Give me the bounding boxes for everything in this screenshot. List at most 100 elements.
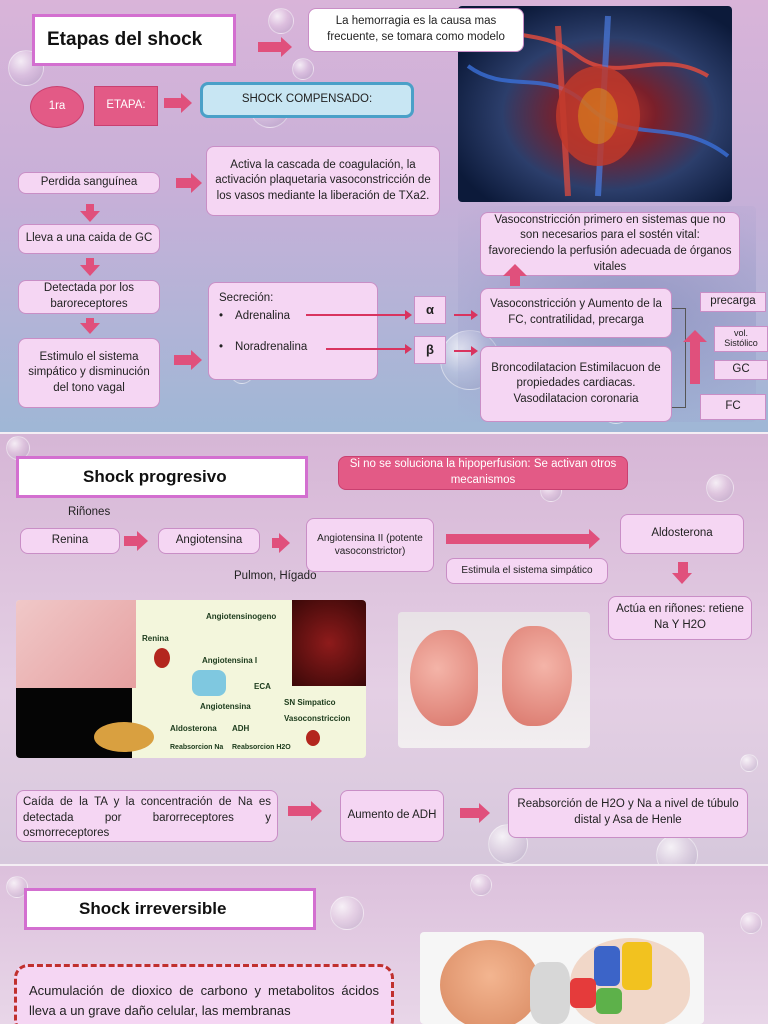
arrow-down	[86, 318, 94, 324]
bracket	[672, 308, 686, 408]
decorative-bubble	[268, 8, 294, 34]
kidneys-label: Riñones	[68, 506, 110, 518]
section-title: Shock irreversible	[24, 888, 316, 930]
arrow-right	[446, 534, 590, 544]
brain-region-green	[596, 988, 622, 1014]
brain-region-blue	[594, 946, 620, 986]
brain-stem	[530, 962, 570, 1024]
beta-receptor: β	[414, 336, 446, 364]
label-vol-sistolico: vol. Sistólico	[714, 326, 768, 352]
diagram-renina: Renina	[142, 634, 169, 643]
coagulation-box: Activa la cascada de coagulación, la act…	[206, 146, 440, 216]
label-fc: FC	[700, 394, 766, 420]
brain-region-yellow	[622, 942, 652, 990]
diagram-eca: ECA	[254, 682, 271, 691]
raas-diagram-image: Angiotensinogeno Renina Angiotensina I E…	[16, 600, 366, 758]
stimulates-box: Estimula el sistema simpático	[446, 558, 608, 584]
flow-step-1: Perdida sanguínea	[18, 172, 160, 194]
diagram-reab-na: Reabsorcion Na	[170, 744, 223, 751]
arrow-right	[460, 808, 480, 818]
adrenal-gland-shape	[94, 722, 154, 752]
adrenal-image	[16, 688, 132, 758]
arrow-down	[678, 562, 688, 574]
diagram-angiotensinogeno: Angiotensinogeno	[206, 612, 276, 621]
brain-cortex	[570, 938, 690, 1024]
decorative-bubble	[470, 874, 492, 896]
line-to-alpha	[306, 314, 406, 316]
arrow-down	[86, 258, 94, 266]
diagram-vaso: Vasoconstriccion	[284, 714, 350, 723]
arrow-right	[272, 538, 280, 548]
decorative-bubble	[330, 896, 364, 930]
renina-box: Renina	[20, 528, 120, 554]
label-gc: GC	[714, 360, 768, 380]
ta-drop-box: Caída de la TA y la concentración de Na …	[16, 790, 278, 842]
right-kidney-shape	[502, 626, 572, 726]
label-precarga: precarga	[700, 292, 766, 312]
decorative-bubble	[292, 58, 314, 80]
decorative-bubble	[740, 754, 758, 772]
arrow-right	[176, 178, 192, 188]
bullet: •	[219, 341, 223, 353]
section-title: Shock progresivo	[16, 456, 308, 498]
decorative-bubble	[656, 834, 698, 864]
alpha-receptor: α	[414, 296, 446, 324]
flow-step-4: Estimulo el sistema simpático y disminuc…	[18, 338, 160, 408]
kidney-anatomy-image	[16, 600, 136, 688]
diagram-reab-h2o: Reabsorcion H2O	[232, 744, 291, 751]
secretion-item-noradrenalina: •Noradrenalina	[219, 340, 307, 356]
diagram-adh: ADH	[232, 724, 249, 733]
secretion-item-adrenalina: •Adrenalina	[219, 309, 290, 325]
flow-step-2: Lleva a una caida de GC	[18, 224, 160, 254]
panel-etapas: Etapas del shock La hemorragia es la cau…	[0, 0, 768, 432]
line-to-beta	[326, 348, 406, 350]
hypoperfusion-note: Si no se soluciona la hipoperfusion: Se …	[338, 456, 628, 490]
arrow-right	[174, 355, 192, 365]
stage-name-box: SHOCK COMPENSADO:	[200, 82, 414, 118]
aldosterona-box: Aldosterona	[620, 514, 744, 554]
flow-step-3: Detectada por los baroreceptores	[18, 280, 160, 314]
arrow-right	[288, 806, 312, 816]
blood-cells-image	[292, 600, 366, 686]
secretion-title: Secreción:	[219, 291, 273, 307]
lungs-icon	[192, 670, 226, 696]
angiotensina2-box: Angiotensina II (potente vasoconstrictor…	[306, 518, 434, 572]
beta-effect-box: Broncodilatacion Estimilacuon de propied…	[480, 346, 672, 422]
line-alpha-effect	[454, 314, 472, 316]
alpha-effect-box: Vasoconstricción y Aumento de la FC, con…	[480, 288, 672, 338]
adh-box: Aumento de ADH	[340, 790, 444, 842]
hemorrhage-note: La hemorragia es la causa mas frecuente,…	[308, 8, 524, 52]
pulmon-higado-label: Pulmon, Hígado	[234, 570, 316, 582]
irreversible-text-box: Acumulación de dioxico de carbono y meta…	[14, 964, 394, 1024]
kidneys-photo	[398, 612, 590, 748]
aldosterona-effect-box: Actúa en riñones: retiene Na Y H2O	[608, 596, 752, 640]
secretion-box: Secreción: •Adrenalina •Noradrenalina	[208, 282, 378, 380]
brain-section-left	[440, 940, 540, 1024]
diagram-angiotensina1: Angiotensina I	[202, 656, 257, 665]
brain-region-red	[570, 978, 596, 1008]
decorative-bubble	[740, 912, 762, 934]
stage-label: ETAPA:	[94, 86, 158, 126]
arrow-right	[124, 536, 138, 546]
kidney-icon	[306, 730, 320, 746]
diagram-sn: SN Simpatico	[284, 698, 336, 707]
line-beta-effect	[454, 350, 472, 352]
arrow-right	[164, 98, 182, 108]
arrow-up	[510, 276, 520, 286]
left-kidney-shape	[410, 630, 478, 726]
diagram-angiotensina2: Angiotensina	[200, 702, 251, 711]
brain-image	[420, 932, 704, 1024]
arrow-down	[86, 204, 94, 212]
bullet: •	[219, 310, 223, 322]
diagram-aldosterona: Aldosterona	[170, 724, 217, 733]
arrow-right	[258, 42, 282, 52]
angiotensina-box: Angiotensina	[158, 528, 260, 554]
panel-irreversible: Shock irreversible Acumulación de dioxic…	[0, 866, 768, 1024]
decorative-bubble	[706, 474, 734, 502]
arrow-up	[690, 342, 700, 384]
panel-progresivo: Shock progresivo Si no se soluciona la h…	[0, 434, 768, 864]
stage-number-badge: 1ra	[30, 86, 84, 128]
reabsorption-box: Reabsorción de H2O y Na a nivel de túbul…	[508, 788, 748, 838]
kidney-icon	[154, 648, 170, 668]
section-title: Etapas del shock	[32, 14, 236, 66]
